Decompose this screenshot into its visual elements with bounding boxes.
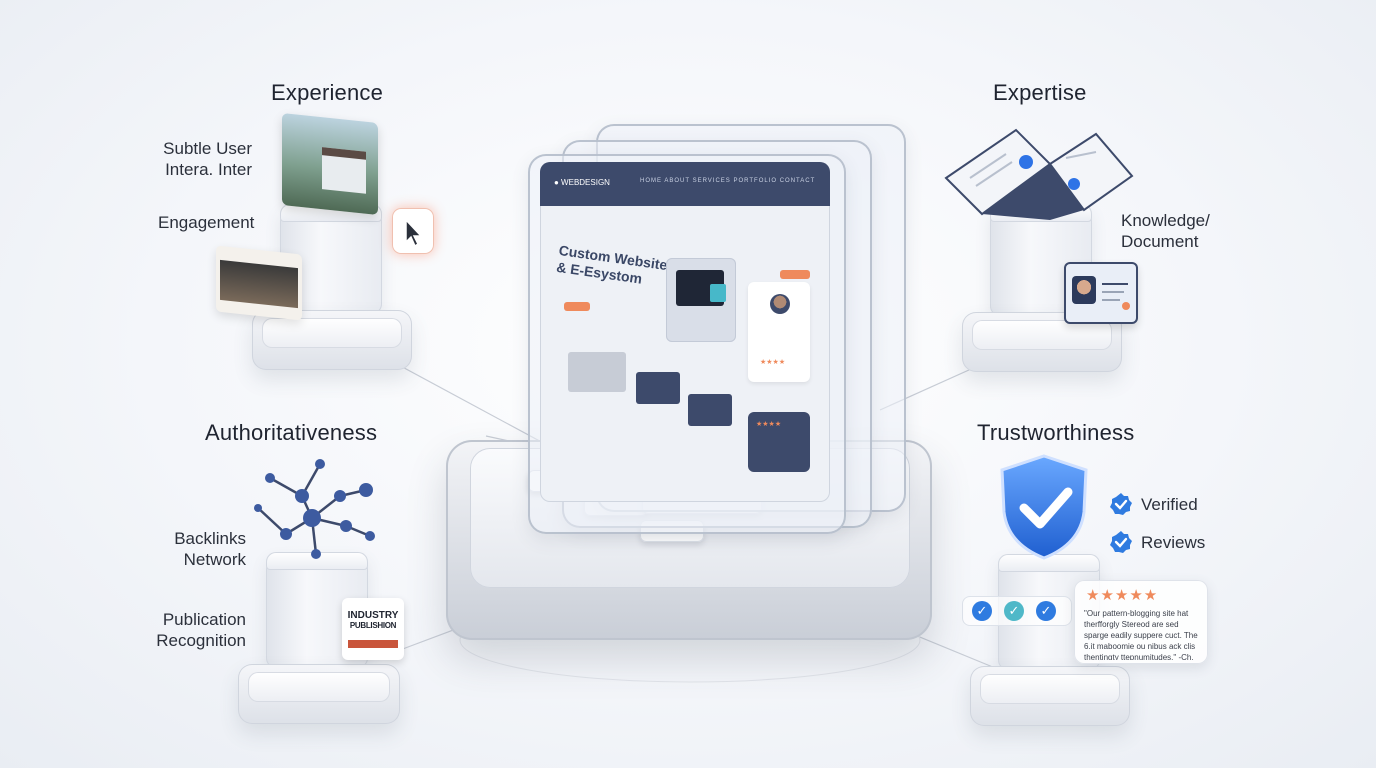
check-icon: ✓ (1004, 601, 1024, 621)
screen-tile (636, 372, 680, 404)
label-subtle-user-interaction: Subtle User Intera. Inter (163, 139, 252, 179)
label-verified: Verified (1141, 495, 1198, 514)
website-preview-card (216, 245, 302, 321)
screen-nav-links: HOME ABOUT SERVICES PORTFOLIO CONTACT (640, 178, 816, 184)
verified-badge-icon (1110, 531, 1132, 553)
label-knowledge-document: Knowledge/ Document (1121, 211, 1210, 251)
heading-trustworthiness: Trustworthiness (977, 420, 1135, 445)
network-graph-icon (250, 456, 380, 560)
star-rating: ★★★★ (760, 359, 786, 366)
screen-cta-button (564, 302, 590, 311)
label-reviews: Reviews (1141, 533, 1206, 552)
shield-check-icon (994, 452, 1094, 562)
check-icon: ✓ (1036, 601, 1056, 621)
verified-badge-icon (1110, 493, 1132, 515)
industry-publication-badge: INDUSTRY PUBLISHION (342, 598, 404, 660)
screen-review-card: ★★★★ (748, 412, 810, 472)
heading-experience: Experience (271, 80, 384, 105)
screen-brand: ● WEBDESIGN (554, 178, 610, 187)
check-icon: ✓ (972, 601, 992, 621)
screen-tile (568, 352, 626, 392)
star-rating: ★★★★★ (1086, 587, 1159, 604)
star-rating: ★★★★ (756, 421, 782, 428)
screen-profile-card: ★★★★ (748, 282, 810, 382)
id-badge-icon (1064, 262, 1138, 324)
label-publication-recognition: Publication Recognition (156, 610, 246, 650)
screen-headline: Custom Website & E-Esystom (555, 242, 669, 287)
screen-laptop-image (666, 258, 736, 342)
cursor-icon (392, 208, 434, 254)
review-card: ★★★★★ "Our pattern-blogging site hat the… (1074, 580, 1208, 664)
website-screen: ● WEBDESIGN HOME ABOUT SERVICES PORTFOLI… (540, 162, 830, 502)
heading-authoritativeness: Authoritativeness (205, 420, 378, 445)
avatar (770, 294, 790, 314)
photo-card (282, 112, 378, 216)
open-book-icon (944, 124, 1134, 220)
heading-expertise: Expertise (993, 80, 1087, 105)
review-text: "Our pattern-blogging site hat therfforg… (1084, 609, 1198, 660)
screen-navbar (540, 162, 830, 206)
screen-cta-button (780, 270, 810, 279)
screen-tile (688, 394, 732, 426)
check-badges: ✓ ✓ ✓ (962, 596, 1072, 626)
label-engagement: Engagement (158, 213, 255, 232)
label-backlinks-network: Backlinks Network (174, 529, 246, 569)
